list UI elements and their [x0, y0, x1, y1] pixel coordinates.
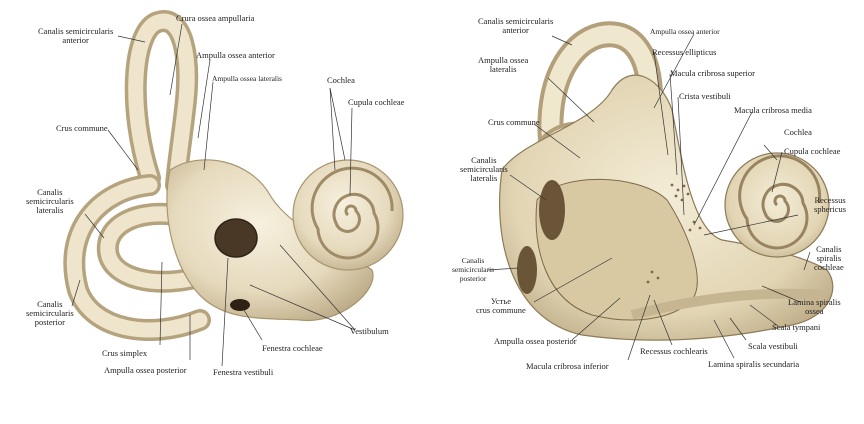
- label-r-macula-cribrosa-inferior: Macula cribrosa inferior: [526, 361, 609, 371]
- canal-lumen-posterior: [517, 246, 537, 294]
- bony-labyrinth-section-illustration: [487, 21, 834, 361]
- vestibule-shape: [166, 159, 374, 322]
- scala-channel: [630, 288, 828, 320]
- label-r-ampulla-ossea-anterior: Ampulla ossea anterior: [650, 27, 720, 36]
- label-r-crus-commune: Crus commune: [488, 117, 540, 127]
- cochlea-spiral: [310, 166, 394, 260]
- right-leader-lines: [487, 33, 811, 361]
- macula-cribrosa-dots: [646, 183, 702, 284]
- cochlea-section-spiral: [738, 154, 822, 250]
- label-ampulla-ossea-posterior: Ampulla ossea posterior: [104, 365, 187, 375]
- label-r-crista-vestibuli: Crista vestibuli: [679, 91, 731, 101]
- label-r-scala-tympani: Scala tympani: [772, 322, 821, 332]
- left-leader-lines: [71, 23, 356, 367]
- label-r-macula-cribrosa-media: Macula cribrosa media: [734, 105, 812, 115]
- label-cochlea: Cochlea: [327, 75, 355, 85]
- label-vestibulum: Vestibulum: [350, 326, 389, 336]
- canal-lumen-lateral: [539, 180, 565, 240]
- label-ampulla-ossea-lateralis: Ampulla ossea lateralis: [212, 74, 282, 83]
- label-r-macula-cribrosa-superior: Macula cribrosa superior: [670, 68, 755, 78]
- fenestra-vestibuli-shape: [214, 218, 258, 258]
- label-fenestra-cochleae: Fenestra cochleae: [262, 343, 323, 353]
- label-r-lamina-spiralis-secundaria: Lamina spiralis secundaria: [708, 359, 800, 369]
- label-r-ampulla-ossea-posterior: Ampulla ossea posterior: [494, 336, 577, 346]
- label-r-recessus-ellipticus: Recessus ellipticus: [652, 47, 717, 57]
- label-r-cupula-cochleae: Cupula cochleae: [784, 146, 841, 156]
- label-fenestra-vestibuli: Fenestra vestibuli: [213, 367, 274, 377]
- fenestra-cochleae-shape: [230, 299, 250, 311]
- label-r-recessus-cochlearis: Recessus cochlearis: [640, 346, 708, 356]
- label-ampulla-ossea-anterior: Ampulla ossea anterior: [196, 50, 275, 60]
- label-r-scala-vestibuli: Scala vestibuli: [748, 341, 798, 351]
- label-crura-ossea-ampullaria: Crura ossea ampullaria: [176, 13, 255, 23]
- label-crus-commune: Crus commune: [56, 123, 108, 133]
- label-cupula-cochleae: Cupula cochleae: [348, 97, 405, 107]
- label-crus-simplex: Crus simplex: [102, 348, 148, 358]
- label-r-cochlea: Cochlea: [784, 127, 812, 137]
- bony-labyrinth-external-illustration: [63, 10, 404, 367]
